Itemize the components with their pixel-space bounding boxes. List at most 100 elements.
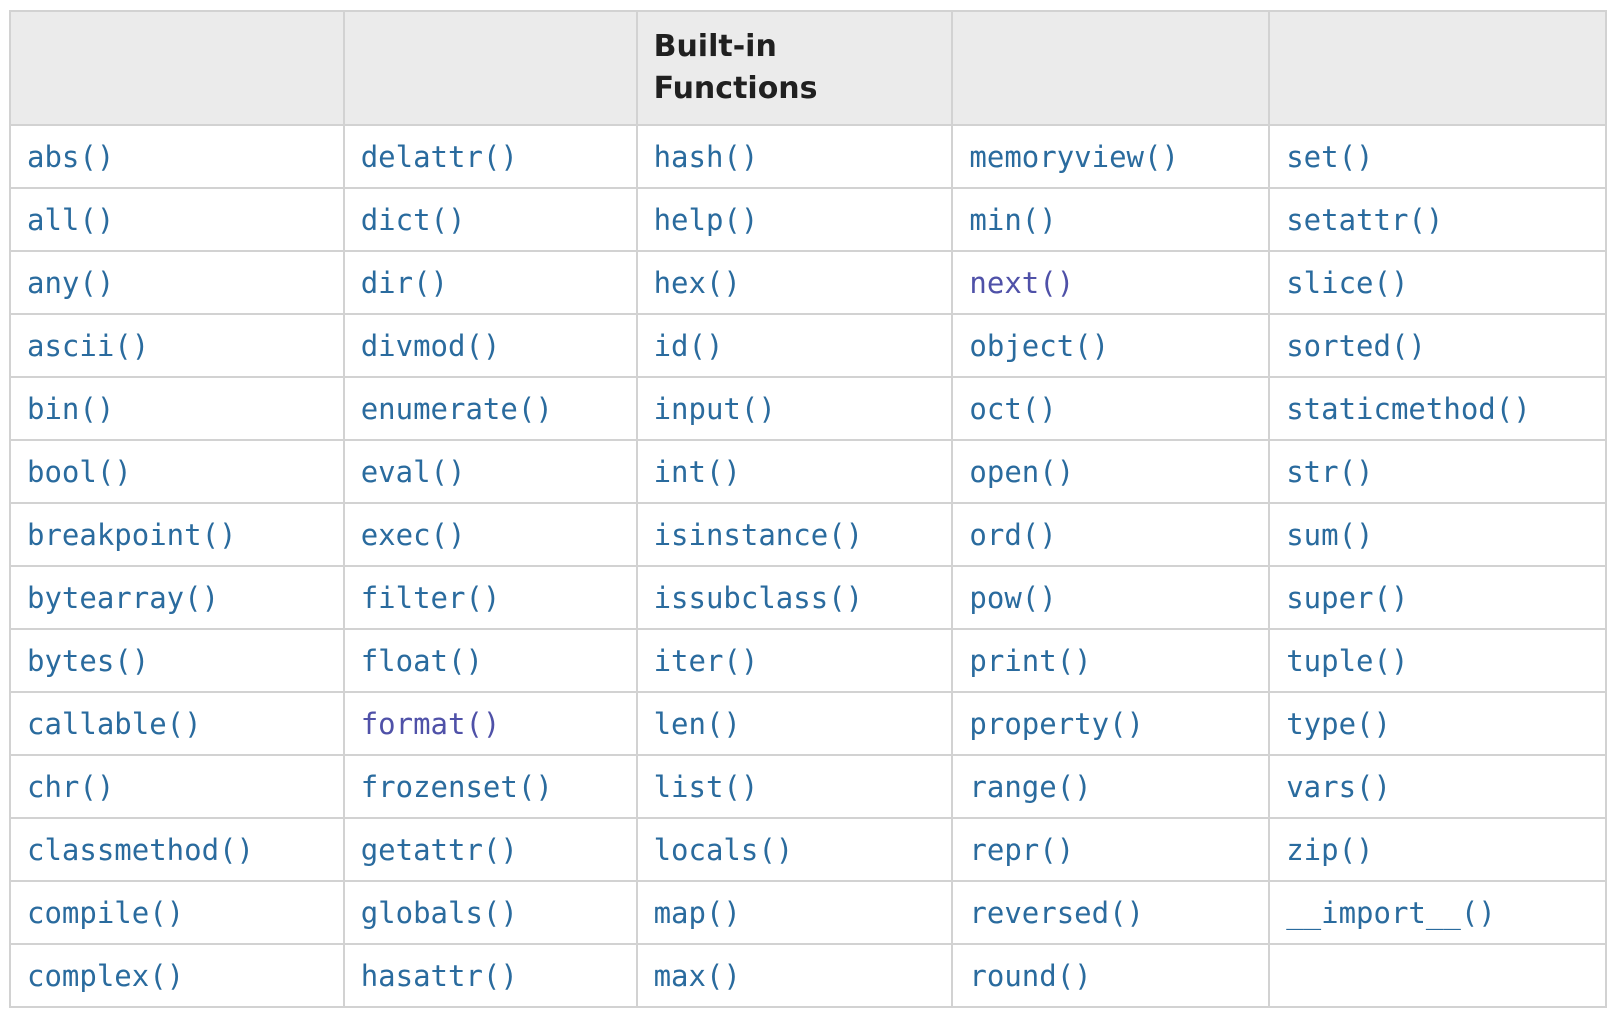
function-link[interactable]: chr() bbox=[27, 769, 115, 804]
function-cell: divmod() bbox=[342, 313, 638, 378]
function-link[interactable]: next() bbox=[969, 265, 1075, 300]
function-link[interactable]: any() bbox=[27, 265, 115, 300]
function-link[interactable]: frozenset() bbox=[360, 769, 553, 804]
function-cell: staticmethod() bbox=[1268, 376, 1607, 441]
function-link[interactable]: exec() bbox=[360, 517, 466, 552]
function-link[interactable]: list() bbox=[653, 769, 759, 804]
function-link[interactable]: iter() bbox=[653, 643, 759, 678]
function-link[interactable]: enumerate() bbox=[360, 391, 553, 426]
function-link[interactable]: breakpoint() bbox=[27, 517, 237, 552]
header-cell-empty-4 bbox=[951, 10, 1271, 126]
function-link[interactable]: setattr() bbox=[1286, 202, 1444, 237]
function-link[interactable]: isinstance() bbox=[653, 517, 864, 552]
function-link[interactable]: issubclass() bbox=[653, 580, 864, 615]
function-link[interactable]: open() bbox=[969, 454, 1075, 489]
table-body: abs() delattr() hash() memoryview() set() all… bbox=[9, 124, 1607, 1008]
function-cell: super() bbox=[1268, 565, 1607, 630]
function-link[interactable]: callable() bbox=[27, 706, 202, 741]
function-link[interactable]: map() bbox=[653, 895, 741, 930]
function-link[interactable]: str() bbox=[1286, 454, 1374, 489]
table-row: breakpoint() exec() isinstance() ord() sum() bbox=[9, 502, 1607, 567]
function-cell: compile() bbox=[9, 880, 345, 945]
function-cell: bool() bbox=[9, 439, 345, 504]
function-link[interactable]: filter() bbox=[360, 580, 501, 615]
function-link[interactable]: print() bbox=[969, 643, 1092, 678]
function-link[interactable]: sum() bbox=[1286, 517, 1374, 552]
function-link[interactable]: input() bbox=[653, 391, 776, 426]
function-cell: vars() bbox=[1268, 754, 1607, 819]
function-link[interactable]: help() bbox=[653, 202, 759, 237]
function-cell: sorted() bbox=[1268, 313, 1607, 378]
function-link[interactable]: compile() bbox=[27, 895, 185, 930]
function-link[interactable]: getattr() bbox=[360, 832, 518, 867]
function-link[interactable]: classmethod() bbox=[27, 832, 254, 867]
function-link[interactable]: zip() bbox=[1286, 832, 1374, 867]
function-link[interactable]: format() bbox=[360, 706, 501, 741]
function-link[interactable]: bool() bbox=[27, 454, 132, 489]
function-link[interactable]: dir() bbox=[360, 265, 449, 300]
function-link[interactable]: delattr() bbox=[360, 139, 518, 174]
function-link[interactable]: reversed() bbox=[969, 895, 1145, 930]
function-cell: callable() bbox=[9, 691, 345, 756]
function-link[interactable]: int() bbox=[653, 454, 741, 489]
table-title: Built-in Functions bbox=[635, 10, 954, 126]
builtin-functions-table: Built-in Functions abs() delattr() hash() m… bbox=[9, 10, 1607, 1008]
function-link[interactable]: len() bbox=[653, 706, 741, 741]
function-link[interactable]: hex() bbox=[653, 265, 741, 300]
function-link[interactable]: eval() bbox=[360, 454, 466, 489]
function-link[interactable]: vars() bbox=[1286, 769, 1391, 804]
empty-cell bbox=[1268, 943, 1607, 1008]
table-row: bytearray() filter() issubclass() pow() supe… bbox=[9, 565, 1607, 630]
function-link[interactable]: repr() bbox=[969, 832, 1075, 867]
header-cell-empty-2 bbox=[342, 10, 638, 126]
function-link[interactable]: super() bbox=[1286, 580, 1409, 615]
function-cell: str() bbox=[1268, 439, 1607, 504]
function-link[interactable]: complex() bbox=[27, 958, 185, 993]
function-link[interactable]: object() bbox=[969, 328, 1110, 363]
function-link[interactable]: type() bbox=[1286, 706, 1391, 741]
function-link[interactable]: max() bbox=[653, 958, 741, 993]
function-link[interactable]: ord() bbox=[969, 517, 1057, 552]
function-cell: set() bbox=[1268, 124, 1607, 189]
function-link[interactable]: hasattr() bbox=[360, 958, 518, 993]
function-cell: filter() bbox=[342, 565, 638, 630]
function-cell: sum() bbox=[1268, 502, 1607, 567]
function-cell: zip() bbox=[1268, 817, 1607, 882]
function-link[interactable]: abs() bbox=[27, 139, 115, 174]
function-cell: hash() bbox=[635, 124, 954, 189]
function-link[interactable]: globals() bbox=[360, 895, 518, 930]
header-cell-empty-5 bbox=[1268, 10, 1607, 126]
function-link[interactable]: dict() bbox=[360, 202, 466, 237]
function-link[interactable]: ascii() bbox=[27, 328, 150, 363]
function-cell: len() bbox=[635, 691, 954, 756]
function-link[interactable]: sorted() bbox=[1286, 328, 1426, 363]
function-link[interactable]: oct() bbox=[969, 391, 1057, 426]
function-link[interactable]: set() bbox=[1286, 139, 1374, 174]
function-cell: setattr() bbox=[1268, 187, 1607, 252]
function-link[interactable]: all() bbox=[27, 202, 115, 237]
function-link[interactable]: pow() bbox=[969, 580, 1057, 615]
function-link[interactable]: min() bbox=[969, 202, 1057, 237]
function-link[interactable]: hash() bbox=[653, 139, 759, 174]
function-link[interactable]: memoryview() bbox=[969, 139, 1179, 174]
function-link[interactable]: locals() bbox=[653, 832, 794, 867]
function-link[interactable]: tuple() bbox=[1286, 643, 1409, 678]
function-link[interactable]: property() bbox=[969, 706, 1145, 741]
function-cell: enumerate() bbox=[342, 376, 638, 441]
function-link[interactable]: float() bbox=[360, 643, 483, 678]
function-cell: dir() bbox=[342, 250, 638, 315]
function-link[interactable]: slice() bbox=[1286, 265, 1409, 300]
function-link[interactable]: bytes() bbox=[27, 643, 150, 678]
function-link[interactable]: round() bbox=[969, 958, 1092, 993]
function-cell: print() bbox=[951, 628, 1271, 693]
function-link[interactable]: id() bbox=[653, 328, 724, 363]
function-link[interactable]: bytearray() bbox=[27, 580, 220, 615]
function-link[interactable]: range() bbox=[969, 769, 1092, 804]
function-cell: slice() bbox=[1268, 250, 1607, 315]
function-link[interactable]: __import__() bbox=[1286, 895, 1496, 930]
table-row: bin() enumerate() input() oct() staticmethod… bbox=[9, 376, 1607, 441]
function-cell: eval() bbox=[342, 439, 638, 504]
function-link[interactable]: bin() bbox=[27, 391, 115, 426]
function-link[interactable]: staticmethod() bbox=[1286, 391, 1531, 426]
function-link[interactable]: divmod() bbox=[360, 328, 501, 363]
